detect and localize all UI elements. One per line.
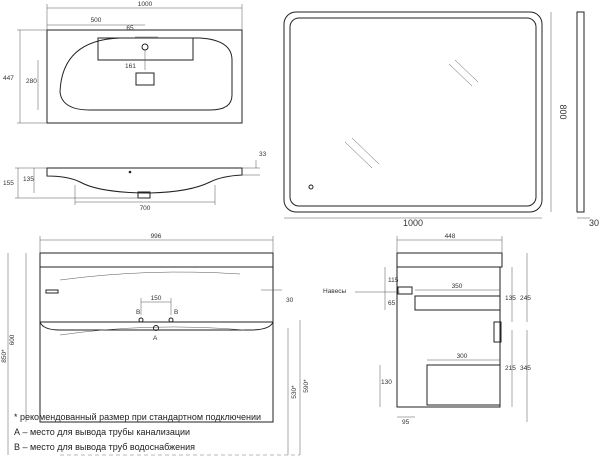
mirror-inner-frame [289, 17, 537, 207]
profile-height-label: 155 [3, 180, 14, 187]
section-body [396, 266, 501, 408]
top-tap-offset-label: 65 [126, 25, 134, 32]
section-countertop [396, 252, 503, 268]
water-outlet-left [138, 317, 144, 323]
front-drawer-height-label: 600 [9, 334, 16, 345]
mirror-side-profile [576, 11, 585, 213]
front-a-label: A [153, 335, 158, 342]
profile-rim-label: 33 [259, 151, 267, 158]
profile-outline [46, 167, 243, 194]
mirror-reflection-1 [448, 63, 473, 87]
section-upper-section-label: 135 [505, 295, 516, 302]
section-lower-total-label: 345 [520, 365, 531, 372]
note-recommended-size: * рекомендованный размер при стандартном… [14, 412, 262, 422]
front-b-right-label: B [174, 309, 178, 316]
top-basin-offset-label: 500 [91, 17, 102, 24]
top-width-label: 1000 [138, 1, 153, 8]
section-leg-offset-label: 95 [402, 419, 410, 426]
front-width-label: 996 [151, 233, 162, 240]
section-upper-offset-label: 115 [388, 277, 399, 284]
mirror-reflection-2 [344, 141, 373, 169]
top-overflow-offset-label: 161 [125, 63, 136, 70]
upper-drawer [39, 266, 274, 331]
drain-outlet [137, 191, 151, 199]
cabinet-section-view: 448 Навесы 350 115 65 135 245 300 215 34… [323, 233, 531, 426]
profile-bowl-width-label: 700 [140, 205, 151, 212]
mirror-height-label: 800 [558, 104, 568, 119]
front-b-left-label: B [136, 309, 140, 316]
section-front-panel [493, 321, 502, 343]
section-lower-section-label: 215 [505, 365, 516, 372]
mirror-width-label: 1000 [403, 218, 423, 228]
lower-drawer [39, 321, 274, 423]
overflow-point [128, 170, 132, 174]
section-upper-drawer [414, 295, 501, 311]
countertop [39, 252, 274, 268]
mirror-outer-frame [283, 11, 543, 213]
section-base-height-label: 130 [381, 379, 392, 386]
profile-basin-height-label: 135 [23, 176, 34, 183]
front-hole-spacing-label: 150 [151, 295, 162, 302]
section-upper-gap-label: 65 [388, 300, 396, 307]
upper-drawer-curve [59, 271, 241, 281]
section-lower-shelf-label: 300 [457, 353, 468, 360]
note-water-location: В – место для вывода труб водоснабжения [14, 442, 196, 452]
front-total-height-label: 850* [1, 349, 8, 363]
front-edge-gap-label: 30 [286, 297, 294, 304]
basin-bowl [59, 37, 233, 111]
top-basin-depth-label: 280 [26, 78, 37, 85]
cabinet-front-view: 996 600 850* 150 B B A 30 590* 530* [1, 233, 310, 456]
basin-top-view: 1000 500 65 447 280 161 [3, 1, 243, 124]
section-upper-shelf-label: 350 [452, 283, 463, 290]
lower-drawer-curve [59, 326, 246, 336]
cabinet-logo [45, 289, 59, 294]
note-drain-location: А – место для вывода трубы канализации [14, 427, 191, 437]
section-hinges-label: Навесы [323, 288, 347, 295]
front-floor-b-label: 590* [303, 379, 310, 393]
notes-block: * рекомендованный размер при стандартном… [14, 410, 261, 455]
mirror-view: 1000 800 30 [283, 11, 599, 228]
tap-deck [97, 37, 194, 61]
section-lower-drawer [426, 364, 501, 406]
tap-hole [141, 43, 149, 51]
mirror-touch-sensor [308, 184, 314, 190]
section-hinge [397, 286, 413, 295]
basin-side-profile: 155 135 33 700 [3, 151, 267, 212]
front-floor-a-label: 530* [291, 385, 298, 399]
water-outlet-right [168, 317, 174, 323]
basin-outline [46, 29, 243, 124]
drain-outlet-a [153, 325, 159, 331]
section-upper-total-label: 245 [520, 295, 531, 302]
drain-recess [135, 72, 155, 86]
section-depth-label: 448 [445, 233, 456, 240]
top-depth-label: 447 [3, 75, 14, 82]
mirror-thickness-label: 30 [589, 218, 599, 228]
